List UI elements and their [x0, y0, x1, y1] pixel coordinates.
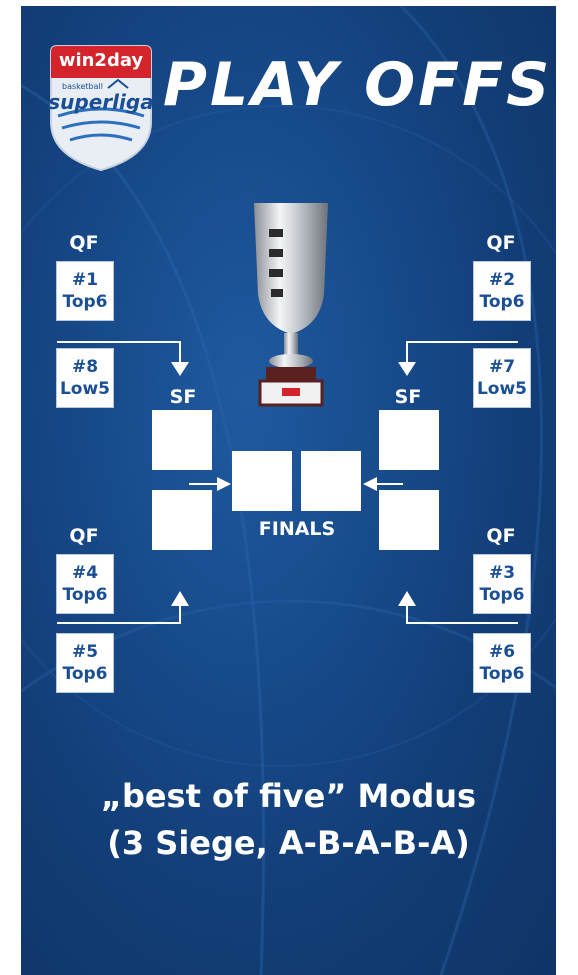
seed-number: #3 — [488, 563, 516, 583]
sf-slot-right-bottom — [379, 490, 439, 550]
sf-slot-left-top — [152, 410, 212, 470]
seed-number: #1 — [71, 270, 99, 290]
format-text-line-2: (3 Siege, A-B-A-B-A) — [107, 824, 470, 862]
format-text-line-1: „best of five” Modus — [100, 777, 477, 815]
seed-group: Top6 — [62, 664, 108, 684]
arrow-left-finals — [363, 477, 377, 491]
qf-label-top-right: QF — [486, 232, 516, 254]
arrow-up-left — [171, 591, 189, 606]
trophy-icon — [254, 203, 328, 407]
logo-small-text: basketball — [62, 82, 103, 91]
logo-name-text: superliga — [48, 90, 154, 114]
seed-number: #8 — [71, 357, 99, 377]
arrow-up-right — [398, 591, 416, 606]
page-title: PLAY OFFS — [163, 50, 553, 120]
seed-box-2: #2 Top6 — [473, 261, 531, 321]
finals-slot-left — [232, 451, 292, 511]
seed-number: #6 — [488, 642, 516, 662]
seed-group: Top6 — [479, 664, 525, 684]
sf-slot-right-top — [379, 410, 439, 470]
sf-label-left: SF — [169, 386, 197, 408]
seed-number: #4 — [71, 563, 99, 583]
seed-number: #5 — [71, 642, 99, 662]
qf-label-bottom-left: QF — [69, 525, 99, 547]
finals-slot-right — [301, 451, 361, 511]
seed-group: Top6 — [62, 292, 108, 312]
seed-group: Low5 — [476, 379, 528, 399]
seed-group: Top6 — [62, 585, 108, 605]
seed-box-5: #5 Top6 — [56, 633, 114, 693]
logo-brand-text: win2day — [58, 50, 144, 71]
arrow-right-finals — [217, 477, 231, 491]
seed-box-3: #3 Top6 — [473, 554, 531, 614]
seed-box-7: #7 Low5 — [473, 348, 531, 408]
seed-group: Low5 — [59, 379, 111, 399]
seed-group: Top6 — [479, 585, 525, 605]
sf-label-right: SF — [394, 386, 422, 408]
finals-label: FINALS — [258, 518, 336, 540]
seed-group: Top6 — [479, 292, 525, 312]
sf-slot-left-bottom — [152, 490, 212, 550]
playoff-poster: win2day basketball superliga PLAY OFFS — [21, 6, 556, 975]
qf-label-bottom-right: QF — [486, 525, 516, 547]
seed-number: #7 — [488, 357, 516, 377]
seed-box-8: #8 Low5 — [56, 348, 114, 408]
arrow-down-left — [171, 362, 189, 376]
seed-box-1: #1 Top6 — [56, 261, 114, 321]
arrow-down-right — [398, 362, 416, 376]
bracket-connectors — [57, 341, 518, 624]
logo-shield-icon — [50, 45, 152, 172]
seed-box-4: #4 Top6 — [56, 554, 114, 614]
superliga-logo: win2day basketball superliga — [48, 44, 154, 172]
seed-box-6: #6 Top6 — [473, 633, 531, 693]
qf-label-top-left: QF — [69, 232, 99, 254]
seed-number: #2 — [488, 270, 516, 290]
